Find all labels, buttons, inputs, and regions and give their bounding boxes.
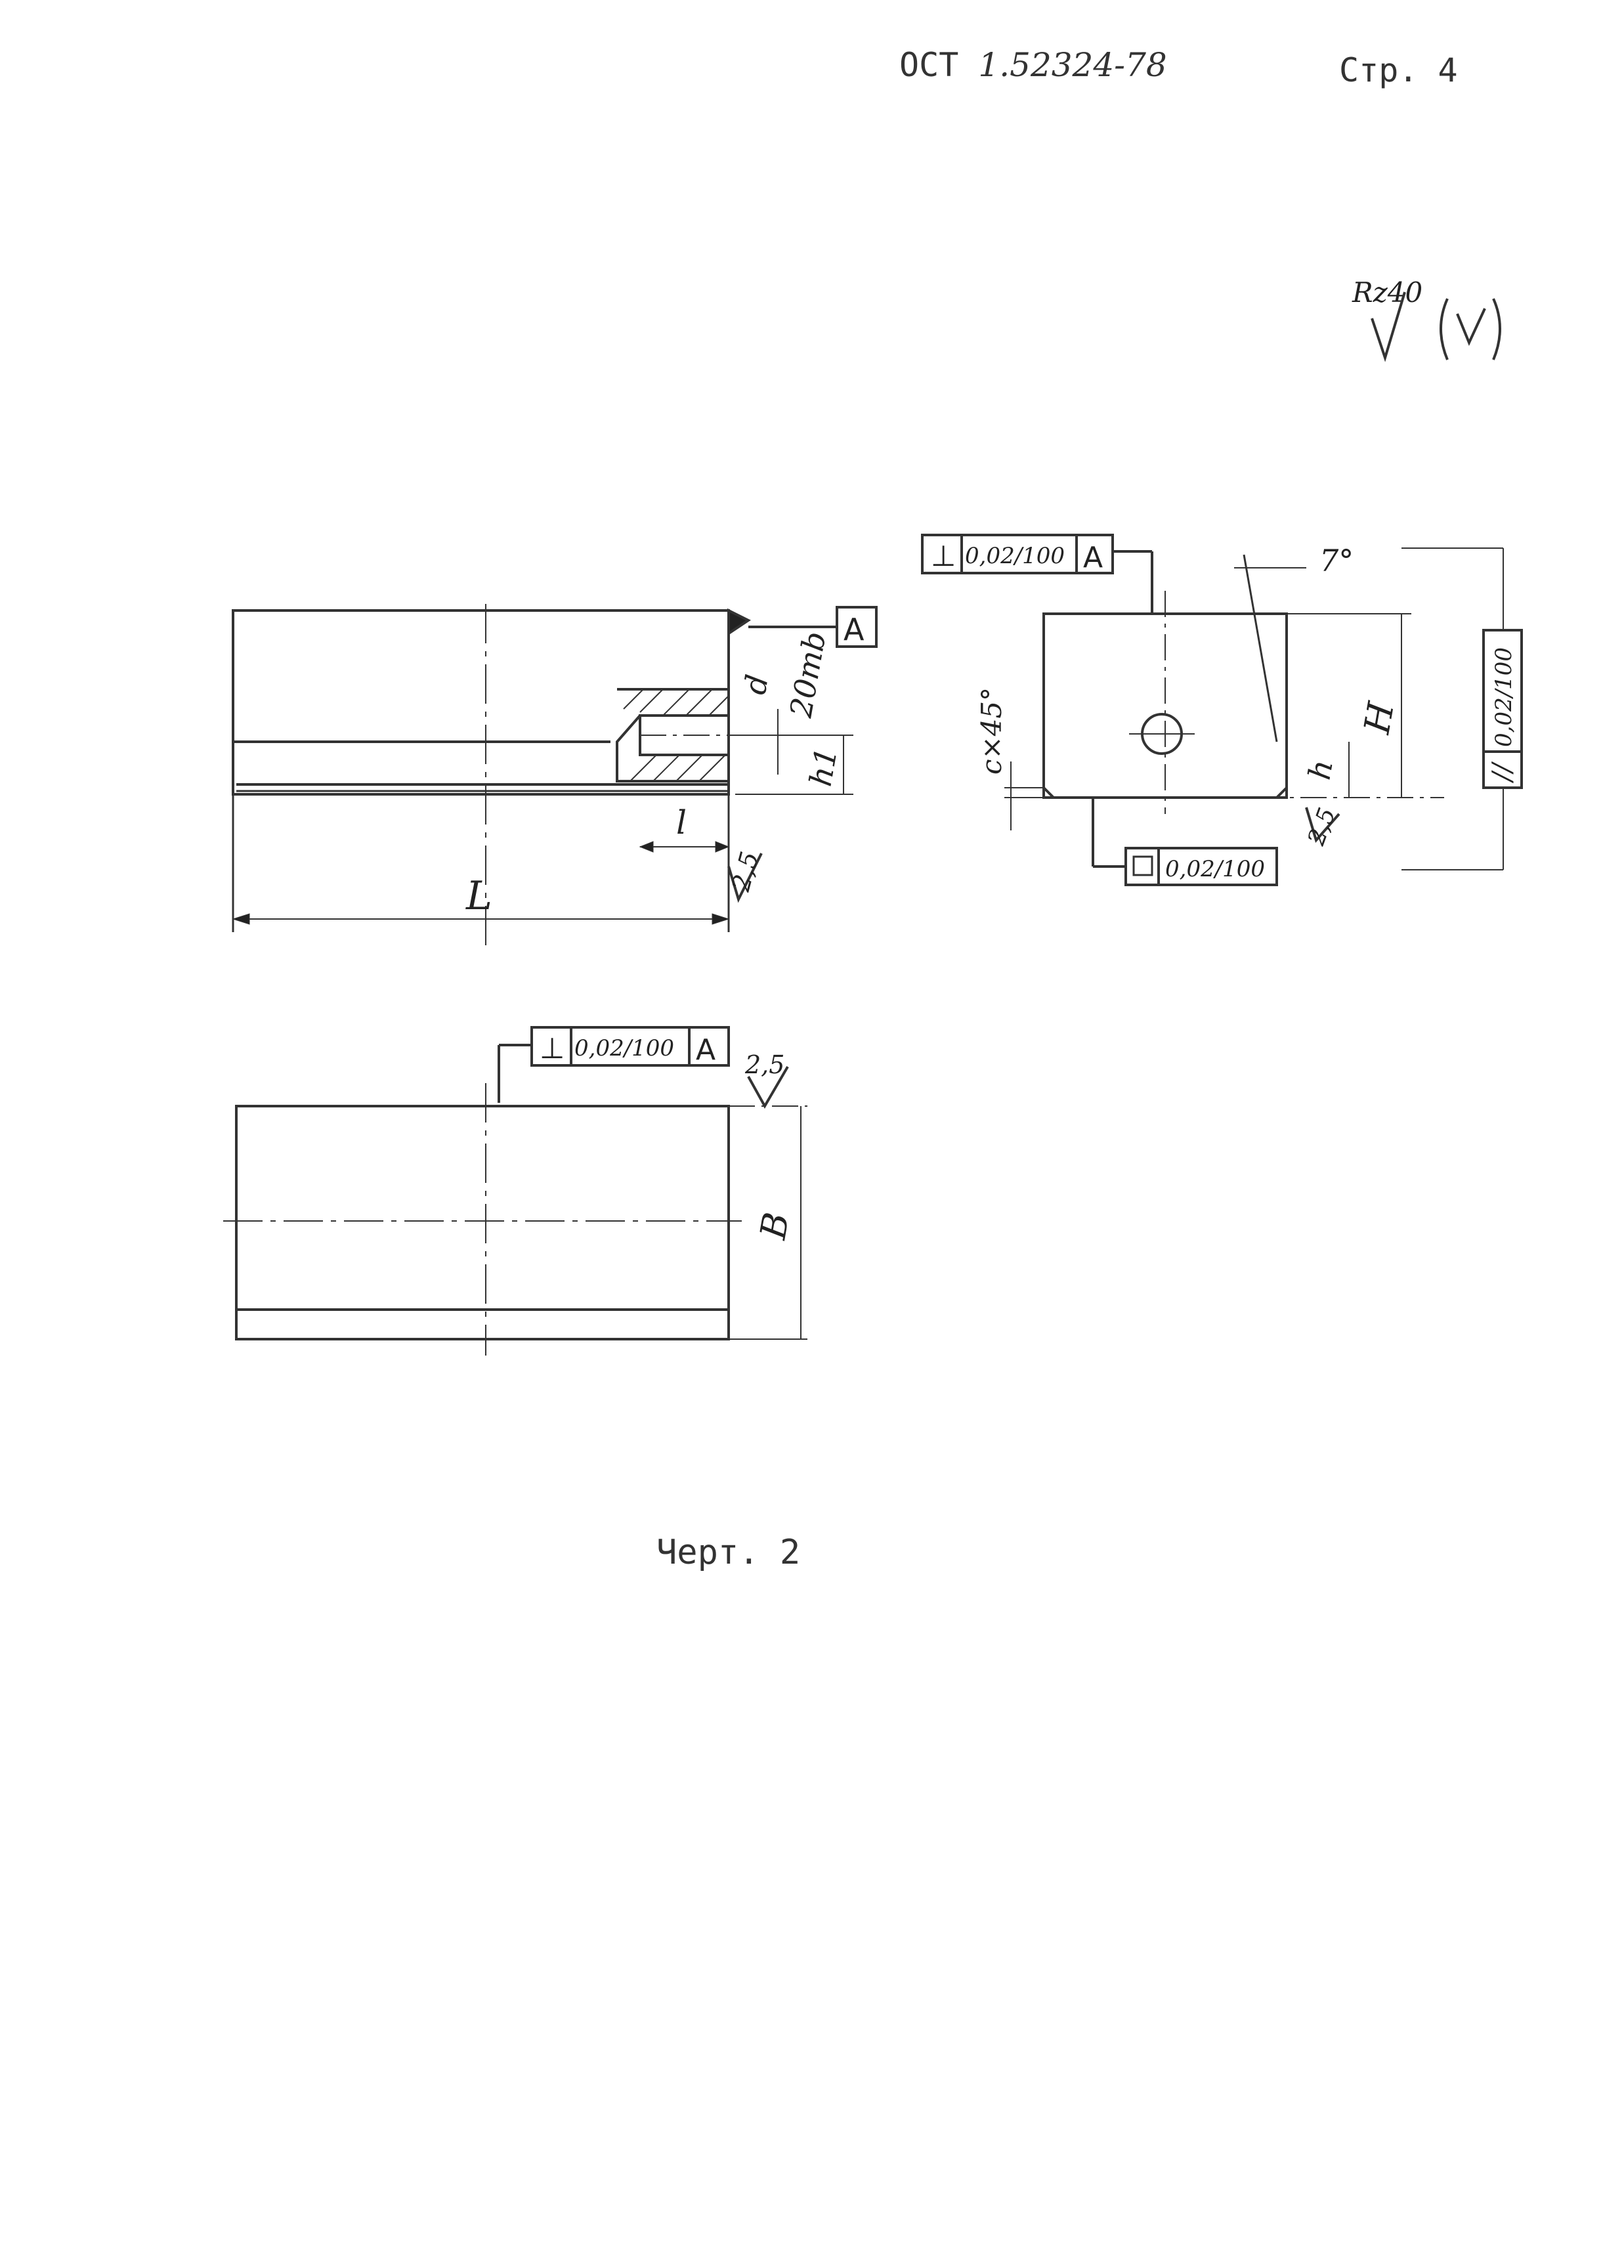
dim-H-label: H [1356, 698, 1403, 737]
datum-a-label: A [844, 612, 865, 647]
side-perp-symbol: ⊥ [931, 540, 956, 573]
dim-L-label: L [465, 873, 492, 919]
side-perp-frame: ⊥ 0,02/100 A [921, 534, 1153, 614]
side-view: 7° ⊥ 0,02/100 A c×45° H h [921, 534, 1523, 886]
general-roughness-note: Rz40 [1352, 276, 1501, 362]
top-roughness: 2,5 [744, 1050, 784, 1079]
top-perp-value: 0,02/100 [574, 1035, 674, 1061]
front-roughness: 2,5 [726, 849, 764, 895]
parallelism-frame: // 0,02/100 [1401, 547, 1523, 870]
dim-h-label: h [1302, 757, 1340, 782]
top-perp-frame: ⊥ 0,02/100 A [498, 1026, 730, 1103]
figure-caption: Черт. 2 [656, 1533, 801, 1572]
standard-prefix: ОСТ [899, 46, 959, 84]
parallel-value: 0,02/100 [1491, 647, 1517, 747]
parallel-symbol: // [1487, 761, 1518, 784]
fit-label: 20mb [782, 629, 832, 721]
dim-l-label: l [676, 803, 687, 842]
standard-number: ОСТ 1.52324-78 [899, 46, 1167, 84]
front-view: A d 20mb h1 l 2,5 L [232, 604, 878, 945]
dim-B-label: B [752, 1209, 798, 1243]
side-perp-datum: A [1083, 541, 1103, 574]
flat-value: 0,02/100 [1165, 856, 1265, 882]
datum-a-box [836, 606, 878, 648]
front-view-outline [232, 609, 730, 796]
top-view: ⊥ 0,02/100 A 2,5 B [223, 1026, 807, 1356]
angle-label: 7° [1319, 543, 1354, 578]
top-perp-symbol: ⊥ [540, 1032, 565, 1065]
side-perp-value: 0,02/100 [965, 543, 1065, 569]
top-perp-datum: A [696, 1033, 716, 1067]
dim-h1-label: h1 [803, 745, 844, 789]
standard-code: 1.52324-78 [978, 46, 1167, 84]
top-view-outline [235, 1105, 730, 1340]
section-hatch [623, 689, 729, 782]
dim-d-label: d [737, 672, 775, 697]
flatness-frame: 0,02/100 [1092, 798, 1278, 886]
roughness-note-value: Rz40 [1352, 276, 1422, 309]
page-number: Стр. 4 [1339, 51, 1458, 89]
chamfer-label: c×45° [975, 687, 1008, 775]
